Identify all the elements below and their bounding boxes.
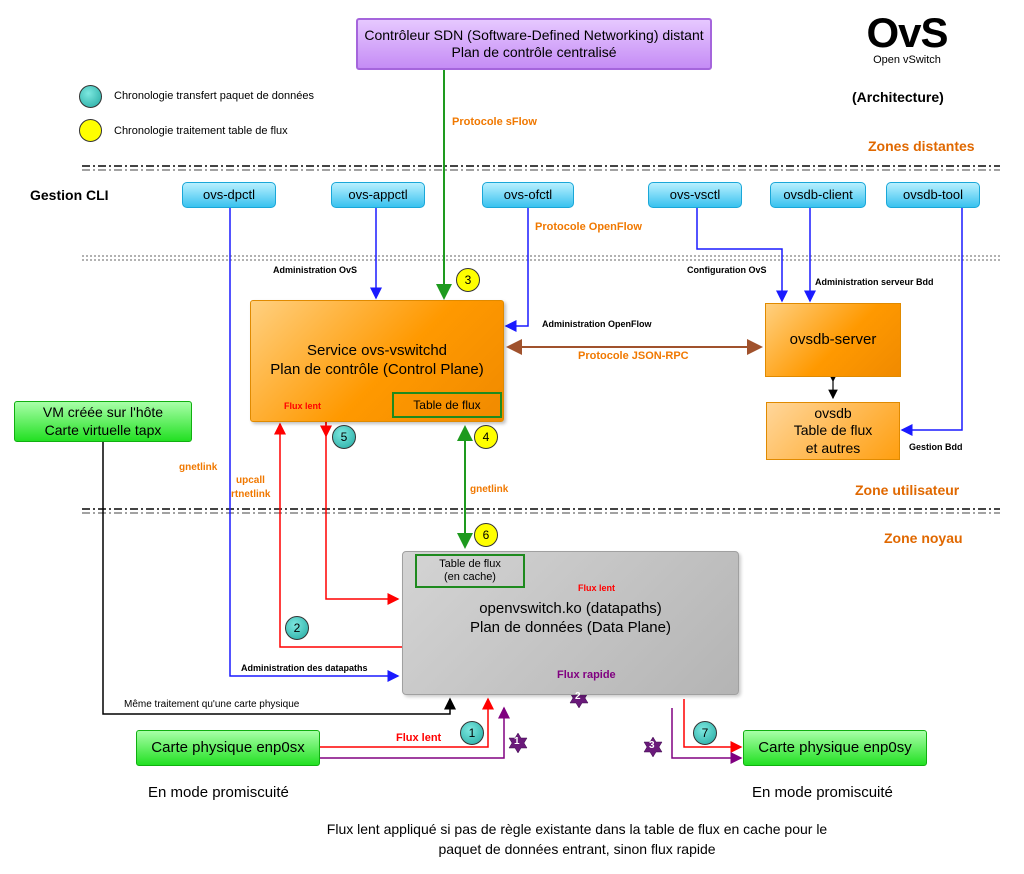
step-1: 1 — [460, 721, 484, 745]
legend-label-flowtable: Chronologie traitement table de flux — [114, 125, 288, 137]
label-flux-rapide: Flux rapide — [557, 669, 616, 681]
openvswitch-datapath: openvswitch.ko (datapaths) Plan de donné… — [402, 551, 739, 695]
sdn-line1: Contrôleur SDN (Software-Defined Network… — [364, 26, 704, 43]
physical-nic-enp0sy: Carte physique enp0sy — [743, 730, 927, 766]
ovs-logo-mark: OvS — [866, 9, 948, 56]
datapath-line1: openvswitch.ko (datapaths) — [479, 600, 662, 618]
fast-step-star-1 — [508, 732, 528, 754]
step-2: 2 — [285, 616, 309, 640]
cache-line2: (en cache) — [444, 571, 496, 583]
physical-nic-enp0sx: Carte physique enp0sx — [136, 730, 320, 766]
cli-ovsdb-tool[interactable]: ovsdb-tool — [886, 182, 980, 208]
legend-dot-flowtable — [79, 119, 102, 142]
label-flux-lent-datapath: Flux lent — [578, 583, 616, 593]
ovsdb-line2: Table de flux — [793, 422, 873, 439]
ovs-logo-name: Open vSwitch — [873, 54, 941, 66]
zone-separator-remote — [82, 165, 1000, 171]
ovs-vswitchd-service: Service ovs-vswitchd Plan de contrôle (C… — [250, 300, 504, 422]
ovs-logo: OvS Open vSwitch — [852, 9, 962, 67]
step-5: 5 — [332, 425, 356, 449]
vm-line2: Carte virtuelle tapx — [44, 421, 162, 438]
fast-step-1-number: 1 — [514, 736, 520, 747]
zone-separator-cli — [82, 255, 1000, 261]
footer-note: Flux lent appliqué si pas de règle exist… — [0, 820, 1024, 859]
footer-line2: paquet de données entrant, sinon flux ra… — [438, 840, 716, 857]
vm-line1: VM créée sur l'hôte — [42, 404, 164, 420]
label-rtnetlink: rtnetlink — [231, 489, 271, 500]
vswitchd-flow-table: Table de flux — [392, 392, 502, 418]
cli-ovsdb-client[interactable]: ovsdb-client — [770, 182, 866, 208]
label-gnetlink-center: gnetlink — [470, 484, 509, 495]
label-admin-ovs: Administration OvS — [273, 265, 358, 275]
cli-ovs-vsctl[interactable]: ovs-vsctl — [648, 182, 742, 208]
zone-label-remote: Zones distantes — [868, 138, 975, 154]
cli-ovs-appctl[interactable]: ovs-appctl — [331, 182, 425, 208]
label-flux-lent-in: Flux lent — [396, 732, 442, 744]
label-json-rpc: Protocole JSON-RPC — [578, 350, 689, 362]
step-4: 4 — [474, 425, 498, 449]
zone-label-cli: Gestion CLI — [30, 187, 109, 203]
label-admin-db-server: Administration serveur Bdd — [815, 277, 934, 287]
cli-ovs-dpctl[interactable]: ovs-dpctl — [182, 182, 276, 208]
fast-step-3-number: 3 — [649, 740, 655, 751]
sdn-controller: Contrôleur SDN (Software-Defined Network… — [356, 18, 712, 70]
ovsdb-line3: et autres — [805, 439, 861, 456]
step-7: 7 — [693, 721, 717, 745]
fast-step-star-3 — [643, 736, 663, 758]
vswitchd-line2: Plan de contrôle (Control Plane) — [270, 361, 484, 378]
ovsdb-database: ovsdb Table de flux et autres — [766, 402, 900, 460]
nic-in-mode: En mode promiscuité — [148, 784, 289, 801]
footer-line1: Flux lent appliqué si pas de règle exist… — [326, 821, 828, 837]
fast-step-2-number: 2 — [575, 691, 581, 702]
ovsdb-line1: ovsdb — [814, 404, 852, 421]
zone-label-kernel: Zone noyau — [884, 530, 963, 546]
label-sflow: Protocole sFlow — [452, 116, 537, 128]
step-6: 6 — [474, 523, 498, 547]
vswitchd-line1: Service ovs-vswitchd — [306, 342, 448, 360]
sdn-line2: Plan de contrôle centralisé — [451, 44, 617, 60]
label-openflow: Protocole OpenFlow — [535, 221, 642, 233]
vswitchd-slow-flow-label: Flux lent — [284, 401, 322, 411]
cache-line1: Table de flux — [439, 557, 501, 570]
label-admin-datapaths: Administration des datapaths — [241, 663, 368, 673]
step-3: 3 — [456, 268, 480, 292]
ovsdb-server: ovsdb-server — [765, 303, 901, 377]
label-gnetlink-left: gnetlink — [179, 462, 218, 473]
label-gestion-bdd: Gestion Bdd — [909, 442, 963, 452]
zone-label-user: Zone utilisateur — [855, 482, 960, 498]
label-meme-traitement: Même traitement qu'une carte physique — [124, 699, 300, 710]
legend-dot-data — [79, 85, 102, 108]
zone-separator-kernel — [82, 508, 1000, 514]
vm-virtual-nic: VM créée sur l'hôte Carte virtuelle tapx — [14, 401, 192, 442]
legend-label-data: Chronologie transfert paquet de données — [114, 90, 314, 102]
label-upcall: upcall — [236, 475, 265, 486]
nic-out-mode: En mode promiscuité — [752, 784, 893, 801]
architecture-subtitle: (Architecture) — [852, 89, 944, 105]
datapath-line2: Plan de données (Data Plane) — [470, 619, 671, 636]
label-admin-openflow: Administration OpenFlow — [542, 319, 652, 329]
datapath-cached-flow-table: Table de flux (en cache) — [415, 554, 525, 588]
cli-ovs-ofctl[interactable]: ovs-ofctl — [482, 182, 574, 208]
label-config-ovs: Configuration OvS — [687, 265, 767, 275]
